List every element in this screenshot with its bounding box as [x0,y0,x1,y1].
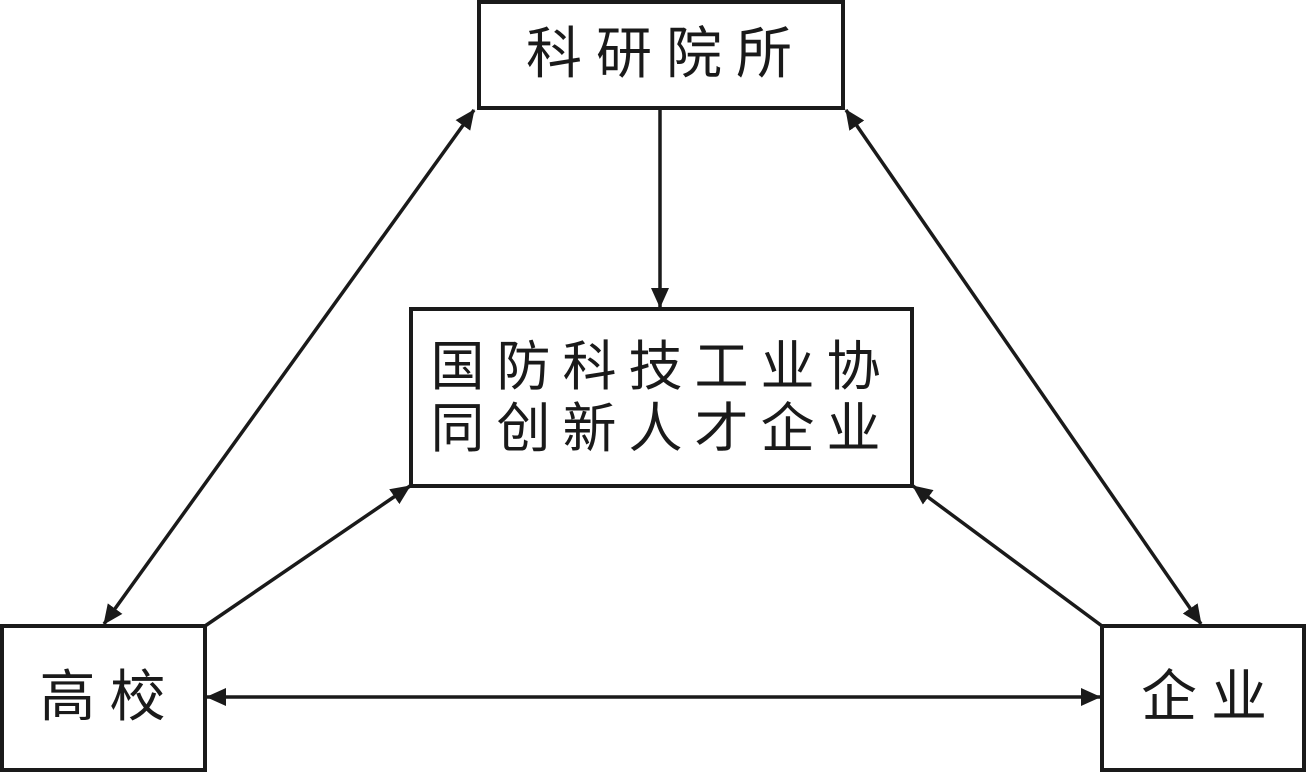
node-innovation-enterprise-line1: 国防科技工业协 [430,335,893,399]
arrow-universities-institutes [102,108,476,626]
node-research-institutes: 科研院所 [477,0,845,110]
arrow-universities-to-center [204,484,411,628]
arrow-enterprises-institutes [844,109,1203,625]
node-enterprises-label: 企业 [1141,664,1281,730]
node-innovation-enterprise-line2: 同创新人才企业 [430,396,893,460]
node-universities: 高校 [0,624,207,772]
arrow-enterprises-to-center [911,484,1104,628]
node-enterprises: 企业 [1100,624,1306,772]
node-universities-label: 高校 [39,664,180,730]
node-innovation-enterprise: 国防科技工业协 同创新人才企业 [409,307,914,488]
node-research-institutes-label: 科研院所 [526,21,806,87]
